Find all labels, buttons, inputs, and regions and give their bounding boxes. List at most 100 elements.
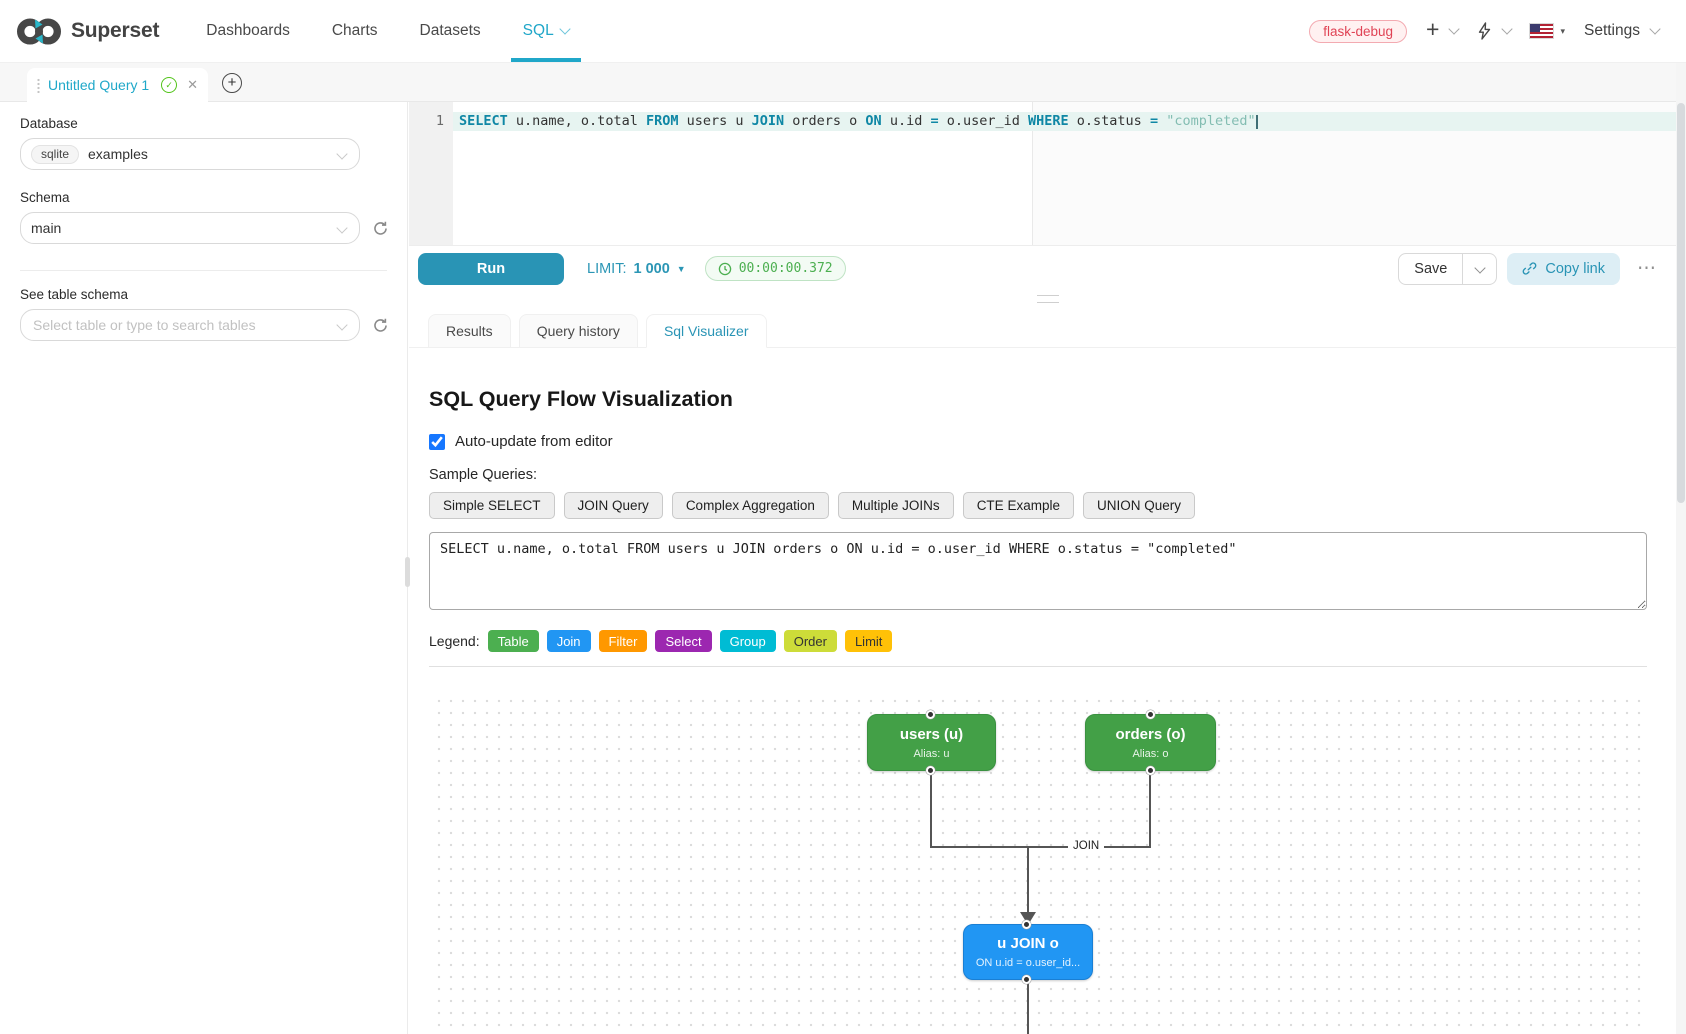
nav-datasets[interactable]: Datasets: [419, 22, 481, 39]
superset-logo[interactable]: Superset: [0, 16, 159, 47]
database-select[interactable]: sqlite examples: [20, 138, 360, 170]
query-tab-active[interactable]: Untitled Query 1 ✓ ✕: [27, 68, 208, 102]
sqllab-sidebar: Database sqlite examples Schema main See…: [0, 102, 410, 1034]
editor-gutter: 1: [409, 102, 453, 245]
auto-update-row: Auto-update from editor: [429, 433, 1647, 450]
nav-dashboards[interactable]: Dashboards: [206, 22, 290, 39]
language-picker[interactable]: ▾: [1529, 23, 1565, 39]
scrollbar-thumb[interactable]: [1677, 103, 1685, 503]
legend-chip-join: Join: [546, 630, 591, 652]
new-query-tab-button[interactable]: +: [222, 73, 242, 93]
link-icon: [1523, 262, 1537, 275]
node-subtitle: Alias: u: [913, 747, 950, 760]
auto-update-checkbox[interactable]: [429, 433, 445, 450]
query-flow-canvas[interactable]: JOIN users (u) Alias: u orders (o) Alias…: [429, 691, 1647, 1034]
tab-results[interactable]: Results: [428, 314, 511, 348]
chevron-down-icon: [1448, 23, 1461, 35]
drag-handle-icon[interactable]: [37, 77, 40, 93]
sidebar-divider: [20, 270, 387, 271]
line-number: 1: [435, 113, 444, 129]
nav-charts[interactable]: Charts: [331, 22, 378, 39]
sample-cte-example-button[interactable]: CTE Example: [962, 492, 1074, 519]
top-navbar: Superset Dashboards Charts Datasets SQL …: [0, 0, 1686, 63]
nav-sql[interactable]: SQL: [502, 0, 590, 62]
copy-link-button[interactable]: Copy link: [1507, 252, 1620, 285]
connection-handle[interactable]: [1022, 920, 1031, 929]
navbar-right: flask-debug + ▾ Settings: [1309, 17, 1686, 43]
editor-code-area[interactable]: SELECT u.name, o.total FROM users u JOIN…: [453, 102, 1686, 245]
flow-node-orders[interactable]: orders (o) Alias: o: [1085, 714, 1216, 771]
flow-node-join[interactable]: u JOIN o ON u.id = o.user_id...: [963, 924, 1093, 980]
sample-join-query-button[interactable]: JOIN Query: [563, 492, 663, 519]
connection-handle[interactable]: [926, 710, 935, 719]
connection-handle[interactable]: [1022, 975, 1031, 984]
save-button[interactable]: Save: [1398, 252, 1464, 285]
editor-pane: 1 SELECT u.name, o.total FROM users u JO…: [409, 102, 1686, 1034]
connection-handle[interactable]: [1146, 766, 1155, 775]
more-menu-button[interactable]: ⋯: [1637, 258, 1658, 279]
clock-icon: [718, 262, 731, 275]
flag-canton: [1530, 24, 1541, 32]
chevron-down-icon: [336, 319, 348, 331]
environment-badge: flask-debug: [1309, 19, 1408, 43]
run-button[interactable]: Run: [418, 252, 564, 285]
tab-query-history[interactable]: Query history: [518, 314, 638, 348]
node-subtitle: ON u.id = o.user_id...: [975, 957, 1081, 969]
tab-sql-visualizer[interactable]: Sql Visualizer: [645, 314, 767, 348]
chevron-down-icon: [559, 23, 571, 35]
chevron-down-icon: [336, 148, 348, 160]
toolbar-right: Save Copy link ⋯: [1398, 252, 1658, 285]
editor-toolbar: Run LIMIT: 1 000 ▼ 00:00:00.372 Save: [409, 245, 1686, 291]
sql-code-editor[interactable]: 1 SELECT u.name, o.total FROM users u JO…: [409, 102, 1686, 245]
close-tab-icon[interactable]: ✕: [187, 77, 198, 92]
sidebar-resize-handle[interactable]: [405, 557, 410, 587]
legend-chip-table: Table: [487, 630, 539, 652]
table-search-row: [20, 309, 407, 341]
limit-dropdown[interactable]: LIMIT: 1 000 ▼: [587, 261, 686, 277]
schema-select[interactable]: main: [20, 212, 360, 244]
edge-join-node-down: [1027, 980, 1029, 1034]
superset-infinity-icon: [16, 17, 62, 45]
save-split-button: Save: [1398, 252, 1498, 285]
active-line-highlight: [453, 112, 1686, 131]
legend-chip-filter: Filter: [598, 630, 648, 652]
splitter-drag-handle[interactable]: [1036, 295, 1059, 303]
connection-handle[interactable]: [926, 766, 935, 775]
limit-value: 1 000: [633, 260, 670, 277]
lightning-icon: [1479, 22, 1491, 40]
table-search-input[interactable]: [31, 316, 329, 334]
result-tabs: Results Query history Sql Visualizer: [409, 313, 1686, 348]
visualizer-panel: SQL Query Flow Visualization Auto-update…: [409, 348, 1686, 1034]
edge-orders-to-join: [1149, 771, 1151, 847]
active-nav-underline: [510, 58, 581, 62]
node-subtitle: Alias: o: [1132, 747, 1169, 760]
flow-node-users[interactable]: users (u) Alias: u: [867, 714, 996, 771]
save-dropdown-button[interactable]: [1463, 252, 1498, 285]
page-scrollbar: [1676, 63, 1686, 1034]
refresh-schema-icon[interactable]: [372, 220, 389, 237]
text-cursor: [1255, 115, 1258, 129]
sample-complex-aggregation-button[interactable]: Complex Aggregation: [671, 492, 829, 519]
connection-handle[interactable]: [1146, 710, 1155, 719]
schema-value: main: [31, 220, 62, 236]
sample-simple-select-button[interactable]: Simple SELECT: [429, 492, 555, 519]
node-title: u JOIN o: [997, 935, 1059, 952]
refresh-tables-icon[interactable]: [372, 317, 389, 334]
limit-label: LIMIT:: [587, 260, 627, 277]
legend-chip-order: Order: [783, 630, 837, 652]
query-search-button[interactable]: [1477, 22, 1514, 40]
sample-queries-row: Simple SELECT JOIN Query Complex Aggrega…: [429, 492, 1647, 519]
table-search-select[interactable]: [20, 309, 360, 341]
sample-multiple-joins-button[interactable]: Multiple JOINs: [837, 492, 954, 519]
settings-menu[interactable]: Settings: [1584, 22, 1661, 40]
copy-link-label: Copy link: [1545, 260, 1605, 277]
query-textarea[interactable]: SELECT u.name, o.total FROM users u JOIN…: [429, 532, 1647, 610]
sample-union-query-button[interactable]: UNION Query: [1082, 492, 1195, 519]
new-menu-button[interactable]: +: [1426, 17, 1461, 41]
database-name: examples: [88, 146, 148, 162]
pane-splitter: [409, 291, 1686, 305]
print-margin-line: [1032, 102, 1033, 245]
caret-down-icon: ▼: [676, 264, 686, 274]
auto-update-label: Auto-update from editor: [455, 433, 613, 450]
